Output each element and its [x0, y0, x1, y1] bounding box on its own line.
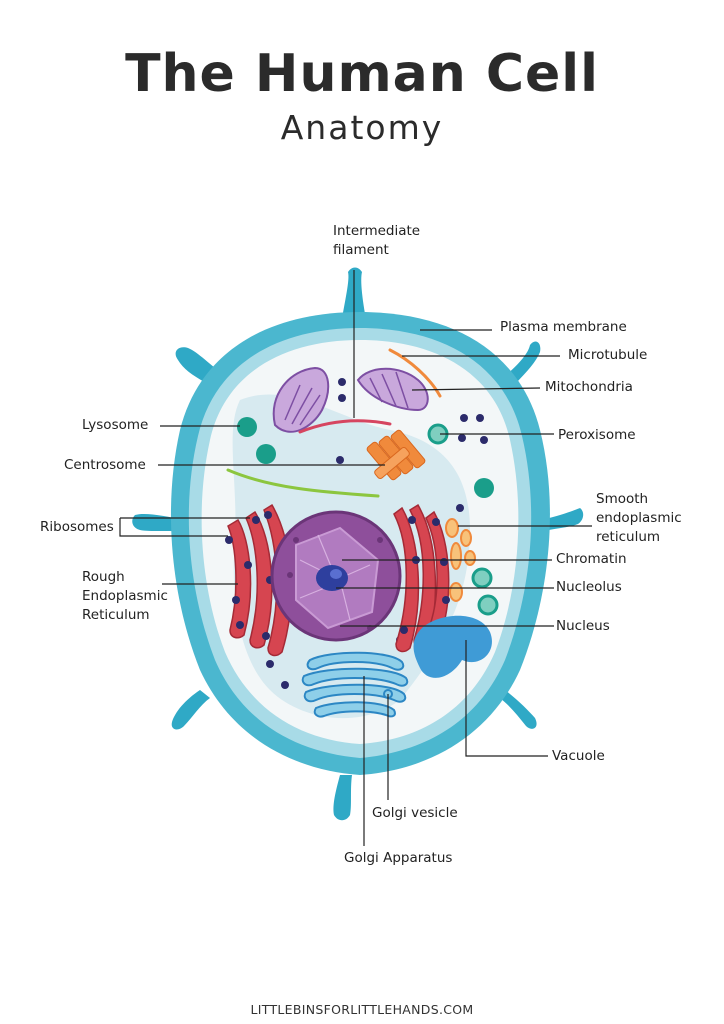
label-chromatin: Chromatin	[556, 551, 627, 567]
intermediate-filament-shape	[298, 419, 392, 434]
mitochondria-right	[356, 367, 429, 412]
leader-lines	[119, 270, 592, 846]
label-ribosomes: Ribosomes	[40, 519, 114, 535]
page-title: The Human Cell	[125, 44, 599, 104]
nucleolus-shape	[316, 565, 348, 591]
label-peroxisome: Peroxisome	[558, 427, 636, 443]
centrosome-shape	[366, 429, 426, 481]
label-rough-er: Rough Endoplasmic Reticulum	[82, 569, 168, 623]
vacuole-shape	[413, 615, 492, 678]
footer-website: LITTLEBINSFORLITTLEHANDS.COM	[250, 1002, 474, 1017]
label-microtubule: Microtubule	[568, 347, 648, 363]
label-nucleolus: Nucleolus	[556, 579, 622, 595]
label-mitochondria: Mitochondria	[545, 379, 633, 395]
label-vacuole: Vacuole	[552, 748, 605, 764]
microtubule	[388, 348, 442, 398]
green-filament	[226, 468, 380, 498]
label-golgi-vesicle: Golgi vesicle	[372, 805, 458, 821]
label-plasma-membrane: Plasma membrane	[500, 319, 627, 335]
label-smooth-er: Smooth endoplasmic reticulum	[596, 491, 682, 545]
label-nucleus: Nucleus	[556, 618, 610, 634]
label-centrosome: Centrosome	[64, 457, 146, 473]
smooth-er	[445, 518, 476, 602]
label-lysosome: Lysosome	[82, 417, 149, 433]
lysosome-shape	[237, 417, 257, 437]
golgi-shape	[301, 651, 409, 718]
label-golgi-apparatus: Golgi Apparatus	[344, 850, 453, 866]
label-intermediate-filament: Intermediate filament	[333, 223, 421, 258]
page-subtitle: Anatomy	[280, 108, 444, 147]
mitochondria-left	[272, 366, 330, 433]
